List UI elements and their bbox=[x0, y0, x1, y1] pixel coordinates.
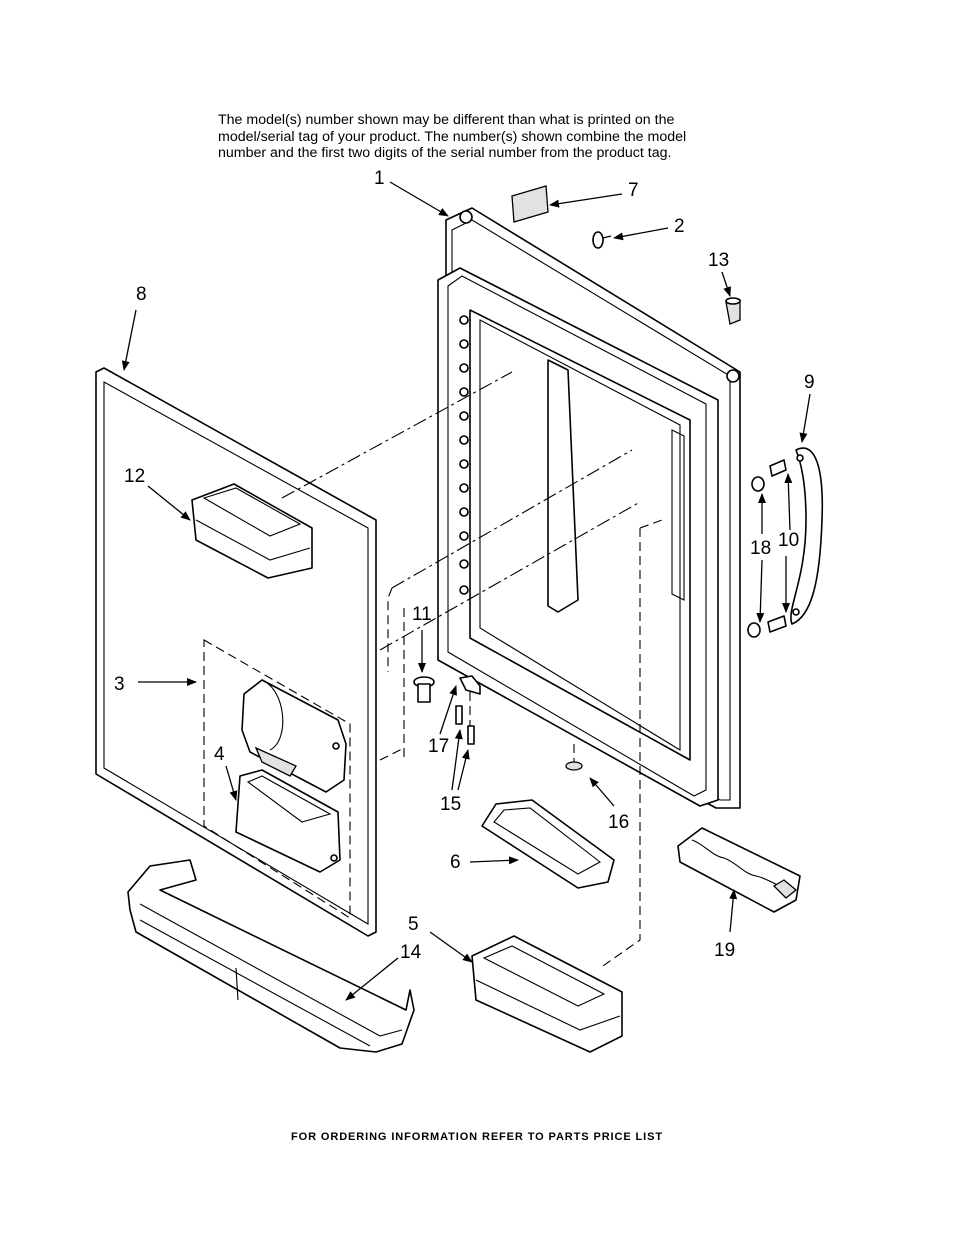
hinge-bracket bbox=[459, 675, 481, 695]
note-line-1: The model(s) number shown may be differe… bbox=[218, 112, 675, 128]
door-handle bbox=[790, 447, 824, 625]
ordering-info-footer: FOR ORDERING INFORMATION REFER TO PARTS … bbox=[291, 1131, 663, 1143]
callout-2: 2 bbox=[674, 216, 685, 237]
callout-12: 12 bbox=[124, 466, 145, 487]
hinge-plug bbox=[725, 297, 741, 325]
callout-6: 6 bbox=[450, 852, 461, 873]
hinge-bushing-bottom bbox=[726, 369, 740, 383]
callout-15: 15 bbox=[440, 794, 461, 815]
callout-1: 1 bbox=[374, 168, 385, 189]
screw-top bbox=[592, 231, 612, 249]
callout-8: 8 bbox=[136, 284, 147, 305]
shelf-studs bbox=[459, 315, 469, 595]
hinge-pin bbox=[413, 676, 435, 703]
callout-4: 4 bbox=[214, 744, 225, 765]
door-bin-large bbox=[471, 935, 623, 1053]
egg-holder bbox=[677, 827, 801, 913]
hinge-screws bbox=[455, 705, 475, 745]
model-tag bbox=[511, 185, 549, 223]
egg-tray bbox=[481, 799, 615, 889]
door-bin-small bbox=[235, 769, 341, 873]
callout-17: 17 bbox=[428, 736, 449, 757]
note-line-3: number and the first two digits of the s… bbox=[218, 145, 672, 161]
callout-10: 10 bbox=[778, 530, 799, 551]
leader-lines bbox=[121, 181, 811, 1001]
callout-14: 14 bbox=[400, 942, 422, 963]
module-area bbox=[203, 639, 351, 919]
hinge-bushing-top bbox=[459, 210, 473, 224]
callout-18: 18 bbox=[750, 538, 771, 559]
callout-13: 13 bbox=[708, 250, 729, 271]
callout-9: 9 bbox=[804, 372, 815, 393]
callout-3: 3 bbox=[114, 674, 125, 695]
note-line-2: model/serial tag of your product. The nu… bbox=[218, 128, 687, 145]
callout-19: 19 bbox=[714, 940, 735, 961]
handle-fasteners bbox=[747, 459, 787, 638]
model-number-note: The model(s) number shown may be differe… bbox=[218, 112, 738, 162]
dairy-bin bbox=[191, 483, 313, 579]
callout-5: 5 bbox=[408, 914, 419, 935]
door-shelf-long bbox=[127, 859, 415, 1053]
callout-7: 7 bbox=[628, 180, 639, 201]
callout-16: 16 bbox=[608, 812, 629, 833]
alignment-lines bbox=[281, 371, 663, 969]
callout-labels: 1 7 2 13 8 9 12 18 10 11 3 17 4 15 16 6 … bbox=[114, 168, 815, 963]
door-stop-foot bbox=[565, 761, 583, 771]
callout-11: 11 bbox=[412, 604, 432, 625]
